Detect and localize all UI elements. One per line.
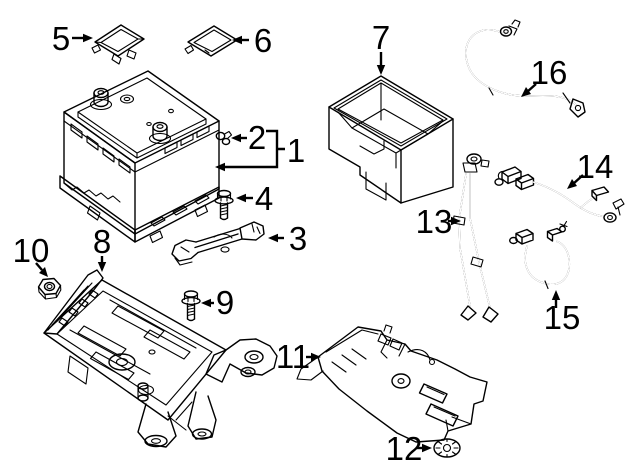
callout-14[interactable]: 14	[567, 148, 613, 189]
callout-15-arrowhead	[551, 290, 561, 300]
callout-11-label[interactable]: 11	[276, 338, 310, 375]
callout-12-label[interactable]: 12	[386, 430, 423, 467]
callout-5-arrowhead	[83, 33, 93, 43]
callout-11-arrowhead	[311, 352, 321, 362]
part-clip	[215, 130, 233, 146]
callout-6-label[interactable]: 6	[254, 22, 272, 59]
callout-10-arrowhead	[39, 267, 48, 277]
callout-14-label[interactable]: 14	[577, 148, 614, 185]
part-battery-box	[328, 75, 454, 204]
callout-1[interactable]: 1	[215, 129, 305, 172]
callout-10-leader	[35, 262, 43, 271]
callout-16-arrowhead	[521, 87, 531, 97]
callout-4-label[interactable]: 4	[255, 180, 273, 217]
callout-7-label[interactable]: 7	[372, 19, 390, 56]
part-cable-14	[494, 166, 625, 223]
callout-10[interactable]: 10	[13, 232, 50, 277]
callout-9-arrowhead	[201, 298, 211, 308]
callout-16-label[interactable]: 16	[531, 54, 568, 91]
callout-15-label[interactable]: 15	[544, 299, 581, 336]
callout-7[interactable]: 7	[372, 19, 390, 75]
callout-2-label[interactable]: 2	[248, 119, 266, 156]
callout-7-arrowhead	[376, 65, 386, 75]
part-cable-15	[509, 220, 571, 290]
part-battery	[59, 70, 220, 244]
callout-14-leader	[572, 174, 584, 185]
part-nut-10	[37, 277, 62, 300]
callout-13-label[interactable]: 13	[416, 203, 453, 240]
callout-8-label[interactable]: 8	[93, 223, 111, 260]
part-hold-down-bracket	[171, 221, 265, 266]
part-bolt-4	[214, 189, 234, 221]
part-push-nut	[433, 438, 461, 458]
callout-4-arrowhead	[236, 193, 246, 203]
part-bolt-9	[181, 290, 201, 322]
part-cable-13	[452, 153, 499, 323]
part-battery-tray	[43, 269, 278, 448]
callout-9-label[interactable]: 9	[216, 284, 234, 321]
part-support-bracket	[296, 324, 488, 443]
callout-10-label[interactable]: 10	[13, 232, 50, 269]
callout-5-label[interactable]: 5	[52, 20, 70, 57]
callout-6[interactable]: 6	[232, 22, 272, 59]
callout-13[interactable]: 13	[416, 203, 461, 240]
callout-16[interactable]: 16	[521, 54, 567, 97]
callouts: 5 6 7 2 1 4 3	[13, 19, 614, 467]
callout-4[interactable]: 4	[236, 180, 273, 217]
callout-13-arrowhead	[451, 216, 461, 226]
callout-12[interactable]: 12	[386, 430, 432, 467]
callout-14-arrowhead	[567, 179, 577, 189]
callout-1-arrowhead	[215, 162, 225, 172]
callout-1-label[interactable]: 1	[287, 132, 305, 169]
callout-3[interactable]: 3	[268, 220, 307, 257]
callout-11[interactable]: 11	[276, 338, 321, 375]
part-terminal-cover-6	[184, 25, 238, 57]
callout-8-arrowhead	[97, 262, 107, 272]
callout-6-arrowhead	[232, 35, 242, 45]
part-cable-16	[465, 19, 586, 118]
callout-15[interactable]: 15	[544, 290, 581, 336]
callout-8[interactable]: 8	[93, 223, 111, 272]
part-terminal-cover-5	[91, 24, 145, 65]
callout-1-bracket	[224, 129, 285, 169]
callout-2-arrowhead	[231, 133, 241, 143]
callout-2[interactable]: 2	[231, 119, 266, 156]
callout-3-label[interactable]: 3	[289, 220, 307, 257]
callout-5[interactable]: 5	[52, 20, 93, 57]
callout-12-arrowhead	[422, 443, 432, 453]
callout-3-arrowhead	[268, 233, 278, 243]
callout-9[interactable]: 9	[201, 284, 234, 321]
